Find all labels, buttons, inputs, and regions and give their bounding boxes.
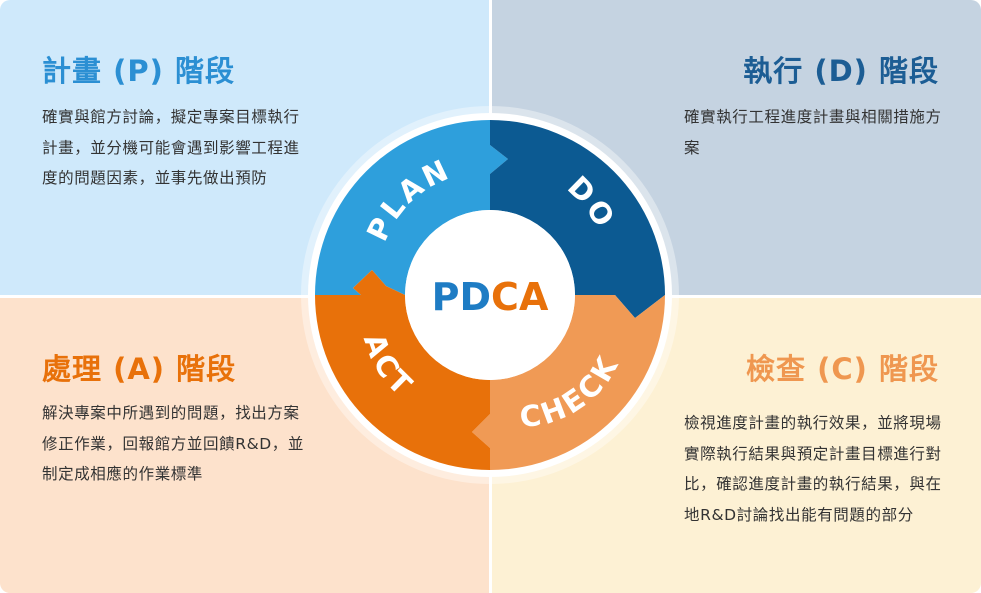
- act-stage-title: 處理 (A) 階段: [42, 352, 237, 386]
- do-stage-description: 確實執行工程進度計畫與相關措施方案: [684, 108, 942, 157]
- check-stage-title: 檢查 (C) 階段: [746, 352, 939, 386]
- center-letter-c: C: [491, 275, 519, 319]
- center-letter-a: A: [519, 275, 549, 319]
- center-letter-p: P: [432, 275, 460, 319]
- plan-stage-title: 計畫 (P) 階段: [42, 54, 235, 88]
- center-letter-d: D: [460, 275, 492, 319]
- do-segment: [490, 120, 665, 318]
- check-stage-description: 檢視進度計畫的執行效果，並將現場實際執行結果與預定計畫目標進行對比，確認進度計畫…: [684, 414, 942, 524]
- pdca-center-label: PDCA: [432, 275, 549, 319]
- check-segment: [472, 295, 665, 470]
- act-segment: [315, 270, 490, 470]
- center-circle: [405, 210, 575, 380]
- plan-stage-description: 確實與館方討論，擬定專案目標執行計畫，並分機可能會遇到影響工程進度的問題因素，並…: [42, 108, 300, 187]
- act-stage-description: 解決專案中所遇到的問題，找出方案修正作業，回報館方並回饋R&D，並制定成相應的作…: [42, 404, 304, 483]
- plan-segment: [315, 120, 508, 295]
- do-stage-title: 執行 (D) 階段: [743, 54, 939, 88]
